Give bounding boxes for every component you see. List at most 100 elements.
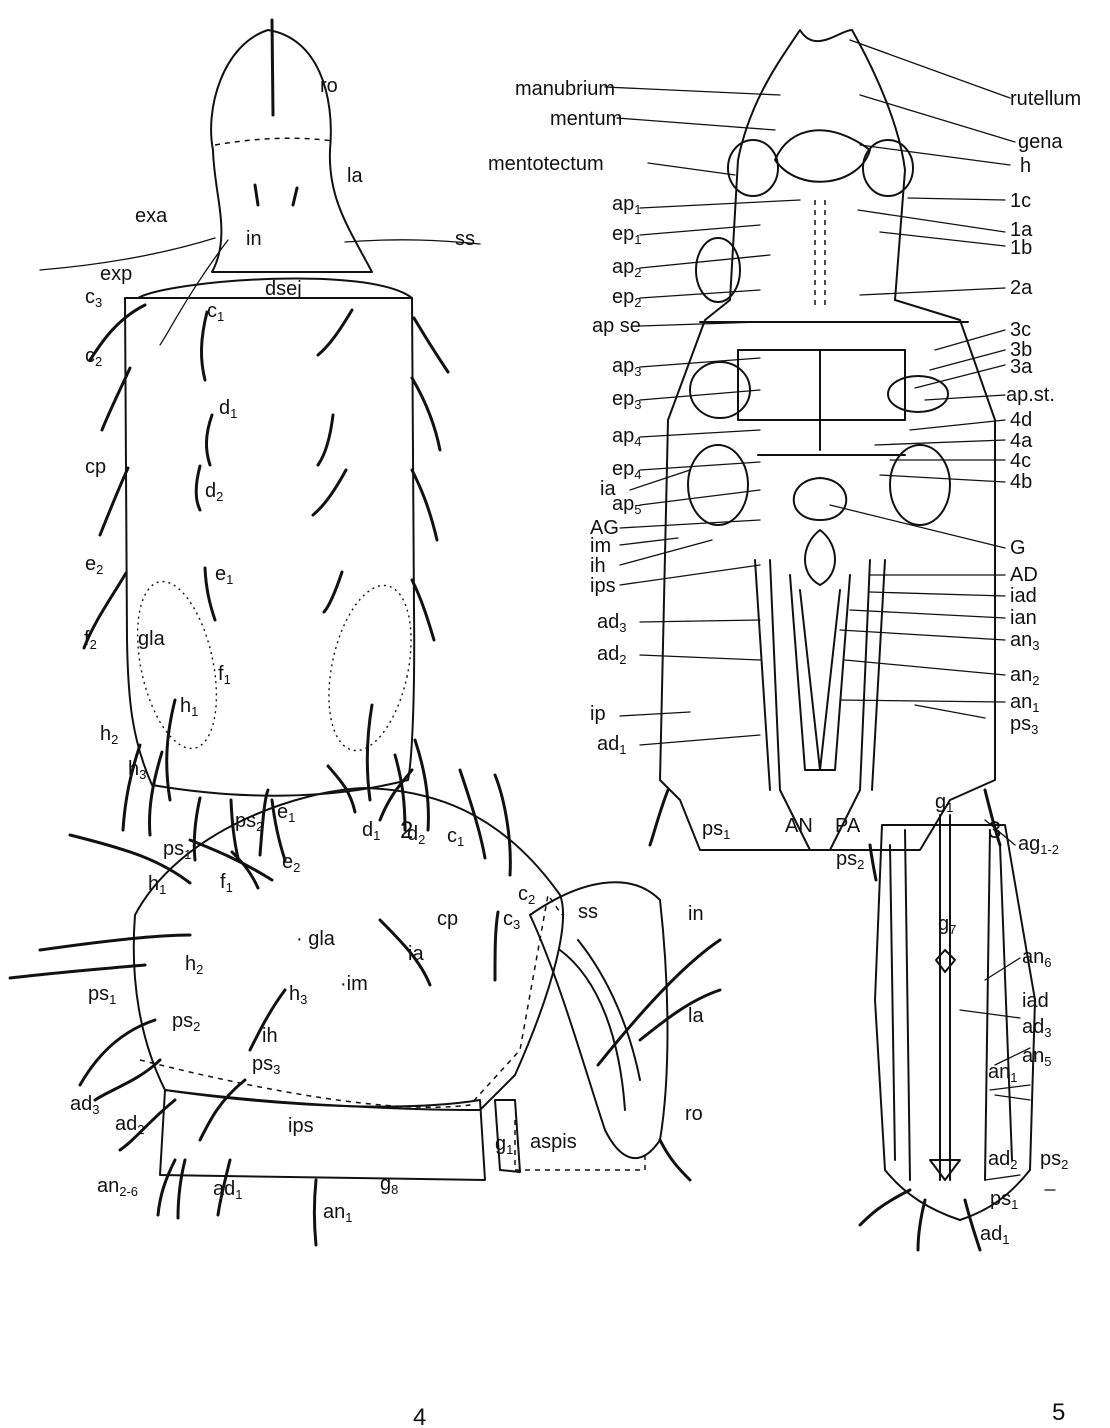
label-exa: exa: [135, 205, 168, 227]
label-ps1: ps1: [163, 838, 191, 862]
label-aspis: aspis: [530, 1131, 577, 1153]
label-g7: g7: [938, 913, 956, 937]
label-h: h: [1020, 155, 1031, 177]
label-e2: e2: [85, 553, 103, 577]
label-ad3-l: ad3: [70, 1093, 99, 1117]
label-mentotectum: mentotectum: [488, 153, 604, 175]
figure-number-4: 4: [413, 1404, 426, 1428]
label-ps2-5: ps2: [1040, 1148, 1068, 1172]
label-ian: ian: [1010, 607, 1037, 629]
label-im-l: ·im: [340, 973, 368, 995]
label-an2-6: an2-6: [97, 1175, 138, 1199]
label-f1-l: f1: [220, 871, 233, 895]
label-e2-l: e2: [282, 851, 300, 875]
label-an6: an6: [1022, 946, 1051, 970]
label-4b: 4b: [1010, 471, 1032, 493]
label-ap1: ap1: [612, 193, 641, 217]
label-dsej: dsej: [265, 278, 302, 300]
label-ro: ro: [320, 75, 338, 97]
label-3a: 3a: [1010, 356, 1033, 378]
label-ad2-l: ad2: [115, 1113, 144, 1137]
label-ps3: ps3: [1010, 713, 1038, 737]
label-iad-5: iad: [1022, 990, 1049, 1012]
label-ad2: ad2: [597, 643, 626, 667]
label-in-l: in: [688, 903, 704, 925]
label-cp-l: cp: [437, 908, 458, 930]
label-c1-l: c1: [447, 825, 464, 849]
label-h3-l: h3: [289, 983, 307, 1007]
label-gena: gena: [1018, 131, 1063, 153]
label-an5: an5: [1022, 1045, 1051, 1069]
figure-number-3: 3: [988, 817, 1001, 844]
label-h2: h2: [100, 723, 118, 747]
label-AD: AD: [1010, 564, 1038, 586]
label-d1: d1: [219, 397, 237, 421]
label-in: in: [246, 228, 262, 250]
label-4c: 4c: [1010, 450, 1031, 472]
label-ps2-v: ps2: [836, 848, 864, 872]
label-gla: gla: [138, 628, 166, 650]
label-ih: ih: [590, 555, 606, 577]
label-G: G: [1010, 537, 1026, 559]
label-d2-l: d2: [407, 823, 425, 847]
label-ps3-l: ps3: [252, 1053, 280, 1077]
label-e1-l: e1: [277, 801, 295, 825]
label-cp: cp: [85, 456, 106, 478]
label-gla-l: · gla: [296, 928, 336, 950]
figure-3-ventral: [605, 30, 1015, 880]
label-ap5: ap5: [612, 493, 641, 517]
label-exp: exp: [100, 263, 132, 285]
label-ep1: ep1: [612, 223, 641, 247]
label-c3-l: c3: [503, 908, 520, 932]
label-ag1-2: ag1-2: [1018, 833, 1059, 857]
label-ad1: ad1: [597, 733, 626, 757]
label-ro-l: ro: [685, 1103, 703, 1125]
label-ips: ips: [590, 575, 616, 597]
label-ap-st: ap.st.: [1006, 384, 1055, 406]
label-an2: an2: [1010, 664, 1039, 688]
label-ih-l: ih: [262, 1025, 278, 1047]
label-c1: c1: [207, 300, 224, 324]
label-ad3: ad3: [597, 611, 626, 635]
label-1c: 1c: [1010, 190, 1031, 212]
label-c3: c3: [85, 286, 102, 310]
label-mentum: mentum: [550, 108, 622, 130]
label-e1: e1: [215, 563, 233, 587]
label-g1-5: g1: [935, 791, 953, 815]
label-PA: PA: [835, 815, 861, 837]
label-4d: 4d: [1010, 409, 1032, 431]
label-la-l: la: [688, 1005, 704, 1027]
label-ip: ip: [590, 703, 606, 725]
label-d1-l: d1: [362, 819, 380, 843]
label-ad3-5: ad3: [1022, 1016, 1051, 1040]
label-1b: 1b: [1010, 237, 1032, 259]
label-ep2: ep2: [612, 286, 641, 310]
label-an1-l: an1: [323, 1201, 352, 1225]
label-4a: 4a: [1010, 430, 1033, 452]
label-h1: h1: [180, 695, 198, 719]
label-ps1-v: ps1: [702, 818, 730, 842]
label-ips-l: ips: [288, 1115, 314, 1137]
label-3c: 3c: [1010, 319, 1031, 341]
label-rutellum: rutellum: [1010, 88, 1081, 110]
label-ad1-l: ad1: [213, 1178, 242, 1202]
label-apse: ap se: [592, 315, 641, 337]
label-ep3: ep3: [612, 388, 641, 412]
label-g1-l: g1: [495, 1133, 513, 1157]
label-ps1-5: ps1: [990, 1188, 1018, 1212]
label-iad: iad: [1010, 585, 1037, 607]
label-2a: 2a: [1010, 277, 1033, 299]
label-AN: AN: [785, 815, 813, 837]
label-ia-l: ia: [408, 943, 424, 965]
label-d2: d2: [205, 480, 223, 504]
label-ps1-l: ps1: [88, 983, 116, 1007]
label-im: im: [590, 535, 611, 557]
label-manubrium: manubrium: [515, 78, 615, 100]
label-an3: an3: [1010, 629, 1039, 653]
label-ss-l: ss: [578, 901, 598, 923]
label-ad2-5: ad2: [988, 1148, 1017, 1172]
label-ap4: ap4: [612, 425, 641, 449]
label-f1: f1: [218, 663, 231, 687]
label-g8: g8: [380, 1173, 398, 1197]
